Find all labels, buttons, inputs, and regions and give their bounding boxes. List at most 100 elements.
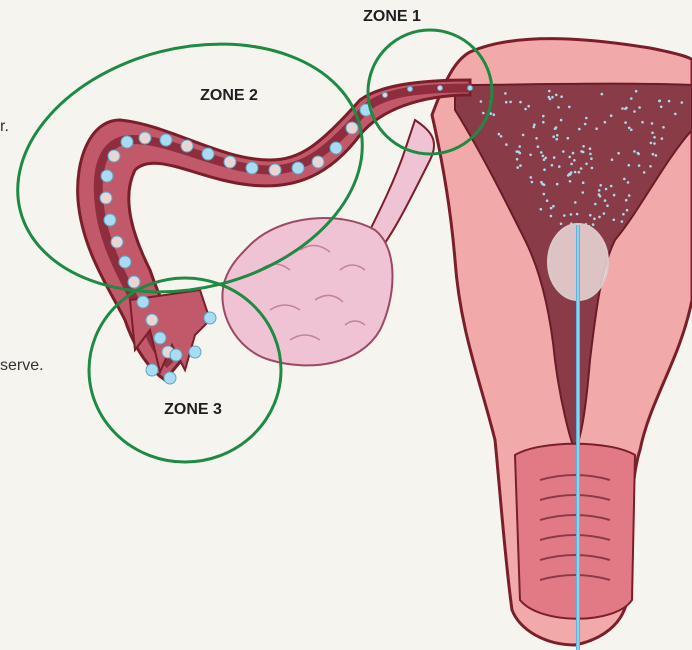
sperm-dot bbox=[551, 96, 554, 99]
sperm-dot bbox=[533, 126, 536, 129]
sperm-bead bbox=[269, 164, 281, 176]
sperm-dot bbox=[625, 199, 628, 202]
sperm-dot bbox=[638, 164, 641, 167]
sperm-dot bbox=[550, 215, 553, 218]
sperm-bead bbox=[246, 162, 258, 174]
sperm-bead bbox=[170, 349, 182, 361]
sperm-dot bbox=[590, 157, 593, 160]
sperm-dot bbox=[551, 164, 554, 167]
sperm-dot bbox=[624, 108, 627, 111]
sperm-dot bbox=[603, 212, 606, 215]
sperm-dot bbox=[573, 159, 576, 162]
sperm-dot bbox=[553, 156, 556, 159]
sperm-dot bbox=[659, 100, 662, 103]
sperm-bead bbox=[108, 150, 120, 162]
sperm-dot bbox=[638, 106, 641, 109]
sperm-dot bbox=[560, 95, 563, 98]
sperm-bead bbox=[346, 122, 358, 134]
sperm-dot bbox=[543, 184, 546, 187]
sperm-dot bbox=[519, 101, 522, 104]
sperm-dot bbox=[635, 90, 638, 93]
sperm-dot bbox=[592, 223, 595, 226]
sperm-dot bbox=[531, 181, 534, 184]
sperm-dot bbox=[651, 132, 654, 135]
sperm-dot bbox=[543, 193, 546, 196]
sperm-dot bbox=[563, 214, 566, 217]
sperm-dot bbox=[548, 90, 551, 93]
sperm-dot bbox=[589, 147, 592, 150]
sperm-dot bbox=[557, 106, 560, 109]
sperm-bead bbox=[204, 312, 216, 324]
sperm-dot bbox=[509, 101, 512, 104]
sperm-dot bbox=[505, 101, 508, 104]
sperm-dot bbox=[613, 194, 616, 197]
sperm-dot bbox=[518, 145, 521, 148]
sperm-dot bbox=[570, 163, 573, 166]
sperm-bead bbox=[224, 156, 236, 168]
sperm-bead bbox=[438, 86, 443, 91]
sperm-dot bbox=[578, 128, 581, 131]
sperm-dot bbox=[576, 213, 579, 216]
sperm-dot bbox=[584, 123, 587, 126]
sperm-bead bbox=[146, 364, 158, 376]
sperm-dot bbox=[542, 115, 545, 118]
sperm-dot bbox=[524, 108, 527, 111]
sperm-dot bbox=[552, 135, 555, 138]
sperm-dot bbox=[610, 185, 613, 188]
ovary bbox=[222, 218, 392, 365]
sperm-bead bbox=[164, 372, 176, 384]
sperm-dot bbox=[617, 152, 620, 155]
sperm-dot bbox=[578, 171, 581, 174]
sperm-bead bbox=[468, 86, 473, 91]
sperm-dot bbox=[569, 180, 572, 183]
sperm-dot bbox=[681, 101, 684, 104]
zone-2-label: ZONE 2 bbox=[200, 87, 258, 104]
sperm-bead bbox=[137, 296, 149, 308]
sperm-dot bbox=[556, 183, 559, 186]
sperm-bead bbox=[154, 332, 166, 344]
sperm-bead bbox=[128, 276, 140, 288]
sperm-dot bbox=[598, 189, 601, 192]
sperm-dot bbox=[605, 188, 608, 191]
sperm-dot bbox=[543, 168, 546, 171]
sperm-dot bbox=[548, 96, 551, 99]
sperm-dot bbox=[641, 121, 644, 124]
sperm-dot bbox=[568, 106, 571, 109]
sperm-dot bbox=[482, 112, 485, 115]
sperm-dot bbox=[542, 121, 545, 124]
sperm-dot bbox=[621, 107, 624, 110]
sperm-dot bbox=[601, 93, 604, 96]
sperm-dot bbox=[652, 153, 655, 156]
sperm-dot bbox=[574, 171, 577, 174]
sperm-dot bbox=[591, 167, 594, 170]
sperm-dot bbox=[585, 163, 588, 166]
sperm-dot bbox=[542, 155, 545, 158]
sperm-dot bbox=[505, 143, 508, 146]
sperm-dot bbox=[633, 110, 636, 113]
sperm-dot bbox=[530, 176, 533, 179]
sperm-dot bbox=[582, 145, 585, 148]
sperm-dot bbox=[589, 214, 592, 217]
sperm-dot bbox=[582, 181, 585, 184]
sperm-bead bbox=[139, 132, 151, 144]
sperm-dot bbox=[546, 199, 549, 202]
sperm-dot bbox=[610, 114, 613, 117]
sperm-dot bbox=[628, 194, 631, 197]
sperm-dot bbox=[560, 223, 563, 226]
sperm-dot bbox=[529, 154, 532, 157]
sperm-dot bbox=[493, 113, 496, 116]
sperm-dot bbox=[598, 216, 601, 219]
sperm-dot bbox=[604, 199, 607, 202]
sperm-dot bbox=[651, 122, 654, 125]
sperm-bead bbox=[408, 87, 413, 92]
sperm-bead bbox=[292, 162, 304, 174]
sperm-dot bbox=[555, 138, 558, 141]
sperm-dot bbox=[550, 207, 553, 210]
sperm-dot bbox=[567, 137, 570, 140]
sperm-dot bbox=[637, 152, 640, 155]
sperm-dot bbox=[582, 191, 585, 194]
zone-1-label: ZONE 1 bbox=[363, 8, 421, 25]
sperm-dot bbox=[660, 106, 663, 109]
sperm-dot bbox=[516, 166, 519, 169]
